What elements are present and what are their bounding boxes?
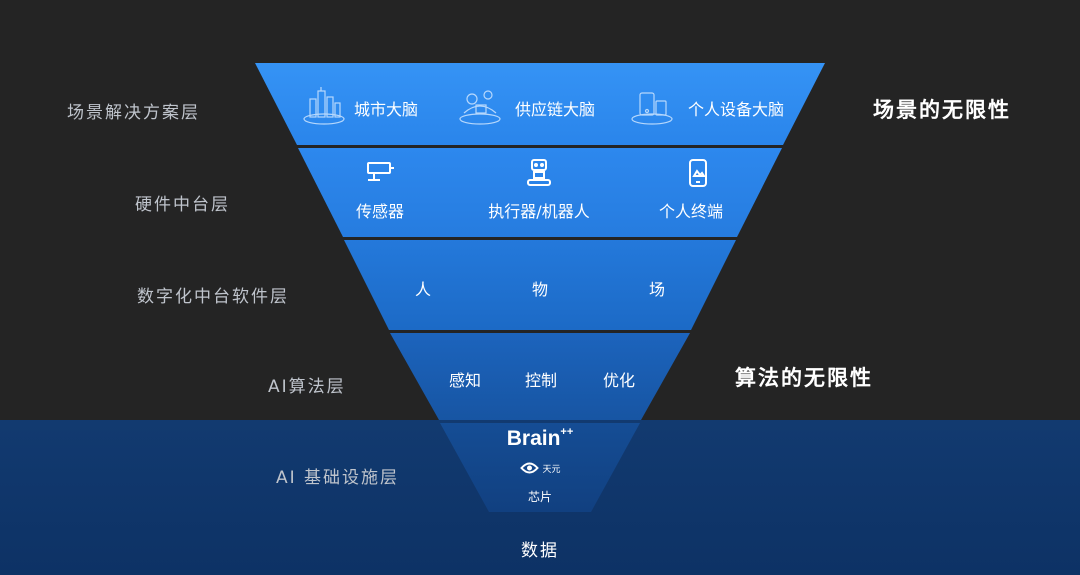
scene-item-city-brain: 城市大脑 (353, 100, 419, 119)
personal-device-illustration-icon (631, 92, 673, 125)
hardware-item-sensor: 传感器 (355, 202, 405, 221)
layer-label-infrastructure: AI 基础设施层 (276, 468, 400, 488)
scene-item-supply-chain-brain: 供应链大脑 (514, 100, 596, 119)
tianyuan-logo: 天元 (519, 461, 561, 475)
supply-chain-illustration-icon (459, 90, 501, 125)
algorithm-infinity-label: 算法的无限性 (735, 366, 873, 390)
scene-infinity-label: 场景的无限性 (873, 98, 1011, 122)
phone-icon (689, 159, 707, 187)
algorithm-item-perception: 感知 (448, 371, 482, 390)
algorithm-item-control: 控制 (524, 371, 558, 390)
tianyuan-mark-icon (520, 462, 539, 474)
layer-label-software: 数字化中台软件层 (137, 287, 289, 307)
software-item-person: 人 (414, 280, 432, 299)
hardware-item-personal-terminal: 个人终端 (658, 202, 724, 221)
software-layer-band (344, 240, 736, 330)
data-label: 数据 (521, 541, 559, 561)
hardware-item-actuator-robot: 执行器/机器人 (488, 202, 590, 221)
city-illustration-icon (303, 87, 345, 125)
scene-item-personal-device-brain: 个人设备大脑 (687, 100, 785, 119)
software-item-object: 物 (531, 280, 549, 299)
tianyuan-logo-text: 天元 (542, 464, 561, 475)
software-item-place: 场 (648, 280, 666, 299)
layer-label-hardware: 硬件中台层 (135, 195, 230, 215)
infrastructure-layer-band (440, 423, 640, 512)
algorithm-layer-band (390, 333, 690, 420)
layer-label-algorithm: AI算法层 (268, 377, 346, 397)
brain-plus-plus-logo: Brain++ (506, 426, 574, 450)
hardware-layer-band (298, 148, 782, 237)
layer-label-scene: 场景解决方案层 (67, 103, 200, 123)
algorithm-item-optimization: 优化 (602, 371, 636, 390)
scene-layer-band (255, 63, 825, 145)
robot-icon (527, 159, 551, 186)
camera-sensor-icon (367, 162, 394, 181)
chip-label: 芯片 (527, 490, 553, 504)
